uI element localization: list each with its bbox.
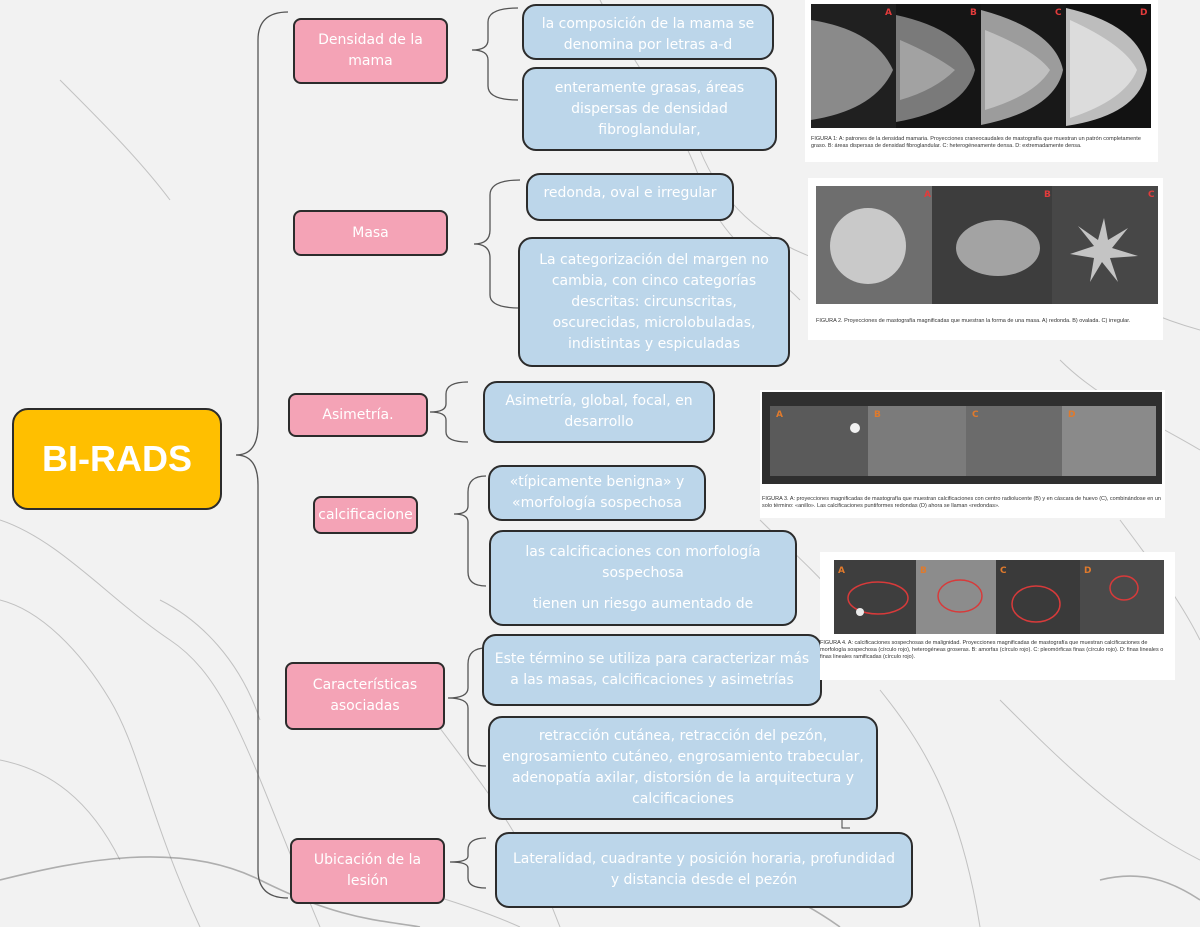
figure-calc-benign-letter-b: B	[874, 410, 881, 420]
detail-ubicacion-1-text: Lateralidad, cuadrante y posición horari…	[512, 851, 896, 888]
branch-masa: Masa	[293, 210, 448, 256]
figure-calc-benign-letter-c: C	[972, 410, 979, 420]
figure-calc-suspicious-letter-d: D	[1084, 566, 1092, 576]
brace-calcificaciones	[453, 475, 487, 587]
branch-asimetria-label: Asimetría.	[322, 406, 394, 423]
brace-ubicacion	[449, 837, 487, 889]
main-brace	[235, 11, 289, 899]
brace-densidad	[471, 7, 519, 101]
detail-masa-1-text: redonda, oval e irregular	[543, 185, 717, 201]
detail-masa-2-text: La categorización del margen no cambia, …	[539, 251, 769, 352]
figure-mass-letter-a: A	[924, 190, 931, 200]
branch-masa-label: Masa	[352, 224, 389, 241]
branch-asimetria: Asimetría.	[288, 393, 428, 437]
branch-caracteristicas: Características asociadas	[285, 662, 445, 730]
branch-calcificaciones-label: calcificacione	[318, 506, 413, 523]
brace-caracteristicas	[447, 647, 487, 767]
figure-calc-benign-letter-d: D	[1068, 410, 1076, 420]
detail-caracteristicas-1: Este término se utiliza para caracteriza…	[482, 634, 822, 706]
figure-calc-suspicious: A B C D FIGURA 4. A: calcificaciones sos…	[820, 552, 1175, 680]
branch-ubicacion-label: Ubicación de la lesión	[313, 852, 422, 889]
detail-caracteristicas-2-text: retracción cutánea, retracción del pezón…	[502, 728, 864, 807]
brace-masa	[473, 179, 521, 309]
main-title: BI-RADS	[42, 438, 192, 479]
branch-densidad: Densidad de la mama	[293, 18, 448, 84]
detail-masa-2: La categorización del margen no cambia, …	[518, 237, 790, 367]
detail-calcificaciones-2: las calcificaciones con morfología sospe…	[489, 530, 797, 626]
detail-calcificaciones-2-text: las calcificaciones con morfología sospe…	[525, 544, 761, 581]
figure-calc-suspicious-letter-c: C	[1000, 566, 1007, 576]
figure-calc-benign-letter-a: A	[776, 410, 783, 420]
detail-asimetria-1: Asimetría, global, focal, en desarrollo	[483, 381, 715, 443]
branch-calcificaciones: calcificacione	[313, 496, 418, 534]
figure-density-letter-c: C	[1055, 8, 1062, 18]
figure-calc-suspicious-letter-b: B	[920, 566, 927, 576]
figure-calc-benign-image	[762, 392, 1162, 484]
detail-densidad-1: la composición de la mama se denomina po…	[522, 4, 774, 60]
figure-density-letter-b: B	[970, 8, 977, 18]
figure-density: A B C D FIGURA 1: A: patrones de la dens…	[805, 0, 1158, 162]
brace-asimetria	[429, 381, 469, 443]
branch-densidad-label: Densidad de la mama	[318, 32, 423, 69]
figure-mass-letter-b: B	[1044, 190, 1051, 200]
figure-mass: A B C FIGURA 2. Proyecciones de mastogra…	[808, 178, 1163, 340]
detail-caracteristicas-2: retracción cutánea, retracción del pezón…	[488, 716, 878, 820]
detail-calcificaciones-1-text: «típicamente benigna» y «morfología sosp…	[509, 474, 685, 511]
figure-density-letter-a: A	[885, 8, 892, 18]
detail-densidad-1-text: la composición de la mama se denomina po…	[541, 16, 755, 53]
figure-calc-suspicious-letter-a: A	[838, 566, 845, 576]
figure-density-caption: FIGURA 1: A: patrones de la densidad mam…	[811, 136, 1141, 149]
detail-masa-1: redonda, oval e irregular	[526, 173, 734, 221]
branch-ubicacion: Ubicación de la lesión	[290, 838, 445, 904]
detail-ubicacion-1: Lateralidad, cuadrante y posición horari…	[495, 832, 913, 908]
figure-density-letter-d: D	[1140, 8, 1148, 18]
figure-calc-suspicious-caption: FIGURA 4. A: calcificaciones sospechosas…	[820, 640, 1164, 660]
detail-caracteristicas-1-text: Este término se utiliza para caracteriza…	[494, 651, 810, 688]
detail-densidad-2: enteramente grasas, áreas dispersas de d…	[522, 67, 777, 151]
figure-mass-letter-c: C	[1148, 190, 1155, 200]
figure-calc-benign: A B C D FIGURA 3. A: proyecciones magnif…	[760, 390, 1165, 518]
detail-asimetria-1-text: Asimetría, global, focal, en desarrollo	[505, 393, 693, 430]
figure-mass-caption: FIGURA 2. Proyecciones de mastografía ma…	[816, 318, 1131, 324]
figure-calc-benign-caption: FIGURA 3. A: proyecciones magnificadas d…	[762, 496, 1161, 509]
figure-density-image	[811, 4, 1151, 128]
figure-calc-suspicious-image	[834, 560, 1164, 634]
figure-mass-image	[816, 186, 1158, 304]
detail-calcificaciones-3-text: tienen un riesgo aumentado de	[532, 596, 754, 612]
detail-calcificaciones-1: «típicamente benigna» y «morfología sosp…	[488, 465, 706, 521]
main-title-box: BI-RADS	[12, 408, 222, 510]
detail-densidad-2-text: enteramente grasas, áreas dispersas de d…	[554, 79, 745, 138]
branch-caracteristicas-label: Características asociadas	[312, 677, 418, 714]
